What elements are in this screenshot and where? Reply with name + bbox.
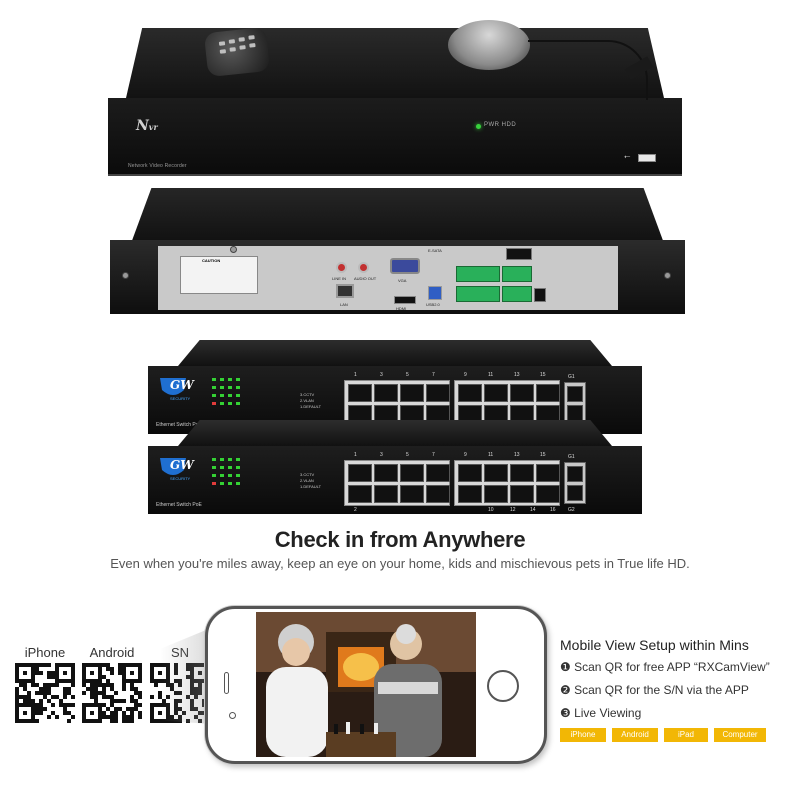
front-usb-port [638,154,656,162]
switch-model-label: Ethernet Switch PoE [156,422,202,428]
qr-code-iphone-icon[interactable] [15,663,75,723]
setup-step-1: ❶ Scan QR for free APP “RXCamView” [560,660,770,674]
port-block-right [454,460,560,506]
screw-icon [664,272,671,279]
uplink-label-g1: G1 [568,454,575,460]
alarm-terminal-block [456,266,500,282]
family-photo-image [256,612,476,757]
port-numbers-top: 1 3 5 7 9 11 13 15 [354,372,546,378]
switch-brand-sub: SECURITY [170,396,191,401]
switch-brand: GW [170,378,194,392]
usb-symbol-icon: ⭠ [624,152,631,161]
port-block-left [344,460,450,506]
uplink-ports [564,382,586,424]
qr-code-android-icon[interactable] [82,663,142,723]
setup-title: Mobile View Setup within Mins [560,637,749,653]
usb-label: USB2.0 [426,302,440,307]
vga-port [390,258,420,274]
live-view-photo [256,612,476,757]
nvr-front-panel [108,98,682,176]
phone-home-button [487,670,519,702]
alarm-terminal-block [502,286,532,302]
badge-android: Android [612,728,658,742]
lan-label: LAN [340,302,348,307]
port-numbers-bottom: 2 10 12 14 16 [354,507,556,513]
power-switch [506,248,532,260]
esata-label: E-SATA [428,248,442,253]
alarm-terminal-block [502,266,532,282]
line-in-label: LINE IN [332,276,347,281]
usb3-port [428,286,442,300]
caution-title: CAUTION [202,258,221,263]
nvr-front-view: Nvr Network Video Recorder PWR HDD ⭠ [108,20,682,176]
switch-brand-sub: SECURITY [170,476,191,481]
qr-label-iphone: iPhone [24,645,66,660]
caution-sticker [180,256,258,294]
screw-icon [230,246,237,253]
phone-camera-icon [229,712,236,719]
tagline: Even when you're miles away, keep an eye… [110,556,690,571]
remote-control-image [203,26,271,78]
setup-step-3: ❸ Live Viewing [560,706,642,720]
screw-icon [122,272,129,279]
hdmi-port [394,296,416,304]
lan-port [336,284,354,298]
shield-logo-icon [160,378,186,395]
headline: Check in from Anywhere [274,527,526,552]
alarm-terminal-block [456,286,500,302]
qr-label-android: Android [89,645,135,660]
power-led-icon [476,124,481,129]
setup-step-2: ❷ Scan QR for the S/N via the APP [560,683,749,697]
audio-out-label: AUDIO OUT [354,276,377,281]
hdmi-label: HDMI [396,306,407,311]
uplink-label-g1: G1 [568,374,575,380]
nvr-rear-view: CAUTION LINE IN AUDIO OUT VGA E-SATA LAN… [110,188,685,320]
uplink-ports [564,462,586,504]
shield-logo-icon [160,458,186,475]
uplink-label-g2: G2 [568,507,575,513]
port-block-left [344,380,450,426]
vga-label: VGA [398,278,407,283]
switch-top-surface [178,340,612,366]
led-labels: PWR HDD [484,122,517,128]
port-numbers-top: 1 3 5 7 9 11 13 15 [354,452,546,458]
nvr-model-label: Network Video Recorder [128,163,187,169]
nvr-rear-top [130,188,665,246]
phone-speaker [224,672,229,694]
audio-out-jack [358,262,369,273]
power-jack [534,288,546,302]
badge-iphone: iPhone [560,728,606,742]
nvr-brand-logo: Nvr [136,118,158,134]
badge-ipad: iPad [664,728,708,742]
switch-brand: GW [170,458,194,472]
usb-mouse-image [448,20,530,70]
switch-top-surface [178,420,612,446]
line-in-jack [336,262,347,273]
switch-model-label: Ethernet Switch PoE [156,502,202,508]
badge-computer: Computer [714,728,766,742]
